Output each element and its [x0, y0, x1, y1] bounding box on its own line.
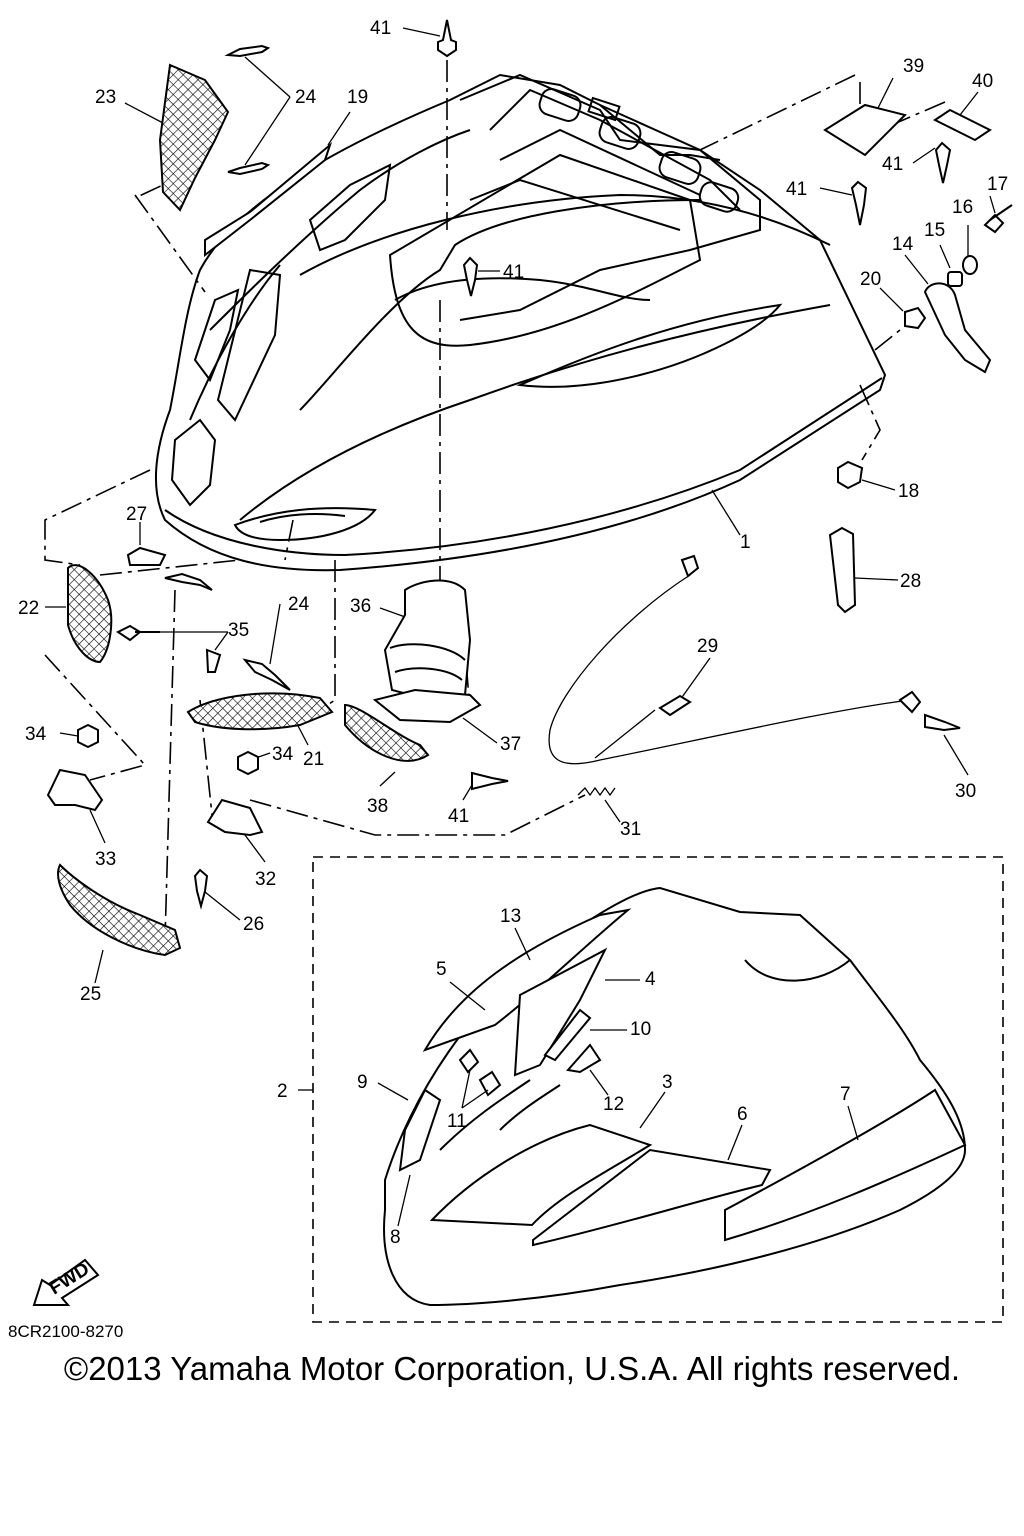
callout-15: 15: [924, 220, 945, 241]
callout-23: 23: [95, 87, 116, 108]
copyright-notice: ©2013 Yamaha Motor Corporation, U.S.A. A…: [63, 1350, 961, 1387]
callout-24: 24: [295, 87, 317, 108]
callout-30: 30: [955, 781, 976, 802]
callout-39: 39: [903, 56, 924, 77]
graphic-kit-group: [298, 856, 1004, 1323]
engine-hood: [155, 73, 887, 572]
callout-11: 11: [447, 1111, 467, 1132]
callout-16: 16: [952, 197, 973, 218]
callout-41: 41: [503, 262, 524, 283]
group-leader-lines: [377, 927, 859, 1227]
callout-41: 41: [370, 18, 391, 39]
callout-38: 38: [367, 796, 388, 817]
callout-26: 26: [243, 914, 264, 935]
callout-41: 41: [448, 806, 469, 827]
callout-6: 6: [737, 1104, 748, 1125]
callout-37: 37: [500, 734, 521, 755]
callout-10: 10: [630, 1019, 651, 1040]
callout-18: 18: [898, 481, 919, 502]
callout-19: 19: [347, 87, 368, 108]
callout-1: 1: [740, 532, 751, 553]
callout-22: 22: [18, 598, 39, 619]
leader-lines: [44, 27, 996, 984]
fwd-arrow: FWD: [32, 1259, 100, 1306]
callout-34: 34: [25, 724, 47, 745]
callout-41: 41: [786, 179, 807, 200]
callout-41: 41: [882, 154, 903, 175]
callout-29: 29: [697, 636, 718, 657]
hardware-parts: [46, 19, 1013, 957]
callout-24: 24: [288, 594, 310, 615]
callout-3: 3: [662, 1072, 673, 1093]
callout-17: 17: [987, 174, 1008, 195]
callout-27: 27: [126, 504, 147, 525]
callout-4: 4: [645, 969, 656, 990]
callout-14: 14: [892, 234, 914, 255]
callout-33: 33: [95, 849, 116, 870]
callout-20: 20: [860, 269, 881, 290]
callout-31: 31: [620, 819, 641, 840]
callout-40: 40: [972, 71, 993, 92]
callout-12: 12: [603, 1094, 624, 1115]
callout-32: 32: [255, 869, 276, 890]
callout-21: 21: [303, 749, 324, 770]
callout-labels: 41 39 40 23 24 19 41 41 17 16 15 14 41 2…: [18, 18, 1008, 1248]
callout-7: 7: [840, 1084, 851, 1105]
part-code: 8CR2100-8270: [8, 1322, 124, 1341]
callout-36: 36: [350, 596, 371, 617]
callout-5: 5: [436, 959, 447, 980]
callout-8: 8: [390, 1227, 401, 1248]
callout-28: 28: [900, 571, 921, 592]
callout-2: 2: [277, 1081, 288, 1102]
callout-25: 25: [80, 984, 101, 1005]
callout-34: 34: [272, 744, 294, 765]
parts-diagram: FWD 41 39 40 23 24 19 41 41 17 16 15 14 …: [18, 18, 1013, 1323]
callout-9: 9: [357, 1072, 368, 1093]
callout-35: 35: [228, 620, 249, 641]
callout-13: 13: [500, 906, 521, 927]
